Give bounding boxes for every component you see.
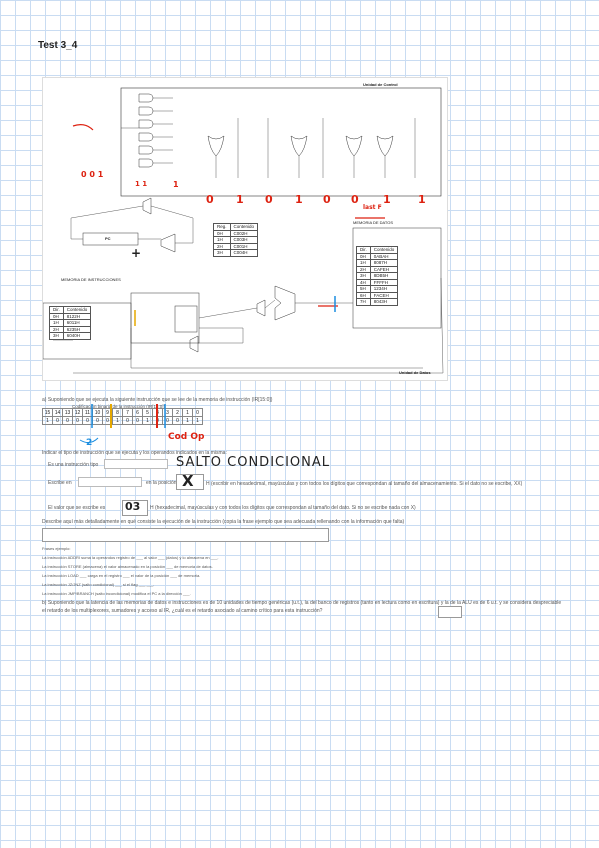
type-prompt: Indicar el tipo de instrucción que se ej…	[42, 450, 227, 456]
page-title: Test 3_4	[38, 40, 78, 51]
describe-input[interactable]	[42, 528, 329, 542]
pc-label: PC	[105, 236, 111, 241]
hw-ones: 1 1	[135, 180, 148, 188]
datapath-figure: Unidad de Control Unidad de Datos MEMORI…	[42, 77, 448, 381]
question-a-text: a) Suponiendo que se ejecuta la siguient…	[42, 397, 273, 403]
write-select[interactable]	[78, 477, 142, 487]
hw-sig-2: 1	[236, 193, 244, 206]
example-2: La instrucción STORE (almacena) el valor…	[42, 564, 213, 569]
hw-answer-03: 03	[125, 500, 141, 513]
hw-sig-3: 0	[265, 193, 273, 206]
hw-sig-8: 1	[418, 193, 426, 206]
bit: 1	[192, 416, 203, 425]
cell: C004H	[229, 249, 259, 257]
hw-lastf: last F	[363, 204, 382, 211]
hw-sig-5: 0	[323, 193, 331, 206]
delay-input[interactable]	[438, 606, 462, 618]
example-1: La instrucción ADDRI suma la operandos r…	[42, 555, 219, 560]
cell: 8043H	[369, 298, 399, 306]
hw-sig-0: 1	[173, 180, 179, 189]
hw-sig-4: 1	[295, 193, 303, 206]
hw-sig-6: 0	[351, 193, 359, 206]
datapath-diagram	[43, 87, 444, 374]
describe-prompt: Describe aquí más detalladamente en qué …	[42, 519, 405, 525]
hw-plus: +	[131, 246, 142, 260]
examples-header: Frases ejemplo:	[42, 546, 71, 551]
example-4: La instrucción JZ/JNZ (salto condicional…	[42, 582, 155, 587]
write-prompt: Escribe en	[48, 480, 72, 486]
example-3: La instrucción LOAD ___ carga en el regi…	[42, 573, 201, 578]
write-hint: H (escribir en hexadecimal, mayúsculas y…	[206, 481, 523, 487]
hw-sig-1: 0	[206, 193, 214, 206]
example-5: La instrucción JMP/BRANCH (salto incondi…	[42, 591, 191, 596]
delay-prompt: b) Suponiendo que la latencia de las mem…	[42, 600, 562, 614]
hw-cod-op: Cod Op	[168, 432, 205, 442]
value-prompt: El valor que se escribe es	[48, 505, 106, 511]
hw-x-mark: X	[182, 472, 194, 490]
data-unit-label: Unidad de Datos	[399, 370, 431, 375]
cell: 6040H	[62, 332, 92, 340]
hw-salto-condicional: SALTO CONDICIONAL	[176, 455, 331, 470]
control-unit-label: Unidad de Control	[363, 82, 398, 87]
type-select[interactable]	[104, 459, 168, 469]
hw-sig-7: 1	[383, 193, 391, 206]
instr-mem-label: MEMORIA DE INSTRUCCIONES	[61, 277, 121, 282]
position-label: en la posición	[146, 480, 177, 486]
value-hint: H (hexadecimal, mayúsculas y con todos l…	[150, 505, 416, 511]
value-input[interactable]	[122, 500, 148, 516]
type-label: Es una instrucción tipo	[48, 462, 99, 468]
hw-num-2: 2	[86, 438, 93, 448]
opcode-caption: Codificación binaria de la instrucción (…	[72, 404, 166, 409]
data-mem-label: MEMORIA DE DATOS	[353, 220, 394, 225]
hw-top-ones: 0 0 1	[81, 170, 104, 179]
position-input[interactable]	[176, 474, 204, 490]
